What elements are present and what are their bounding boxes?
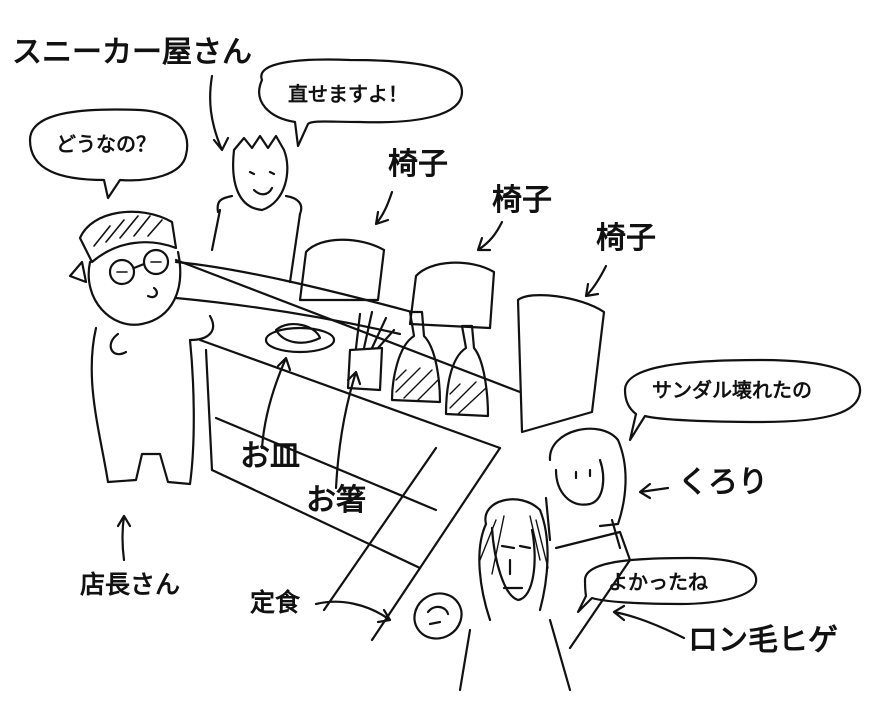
- label-kurori: くろり: [678, 465, 768, 500]
- manager-bandana: [78, 210, 178, 264]
- label-chair-2: 椅子: [492, 183, 552, 218]
- bottle-2-hatch: [449, 381, 487, 415]
- manager-eyes: [116, 261, 162, 273]
- arrow-kurori: [638, 482, 670, 500]
- chair-3: [516, 294, 606, 434]
- arrow-chair-2: [476, 220, 504, 252]
- beard-hair-strands: [479, 515, 549, 575]
- set-meal-tray: [413, 592, 463, 640]
- sneaker-shop-arms: [216, 194, 303, 216]
- arrow-manager: [116, 514, 132, 562]
- plate-dish: [264, 326, 336, 354]
- bottle-2: [444, 324, 490, 418]
- manager-bandana-knot: [68, 260, 88, 284]
- manager-mouth: [146, 286, 158, 299]
- label-plate: お皿: [240, 439, 300, 474]
- arrow-long-hair-beard: [612, 604, 686, 640]
- bubble-text-beard: よかったね: [608, 570, 708, 594]
- label-sneaker-shop: スニーカー屋さん: [12, 35, 252, 70]
- kurori-face: [554, 458, 605, 506]
- plate-food: [274, 322, 322, 344]
- beard-face: [490, 526, 536, 602]
- label-set-meal: 定食: [250, 588, 301, 617]
- beard-features: [500, 544, 532, 590]
- manager-glasses-bridge: [132, 262, 146, 270]
- bottle-1-hatch: [395, 367, 439, 401]
- manager-glasses-left: [108, 258, 136, 286]
- counter-top-back: [174, 258, 522, 394]
- chair-2: [408, 261, 496, 330]
- manager-head: [87, 250, 182, 326]
- chair-1: [298, 238, 386, 302]
- bubble-text-kurori: サンダル壊れたの: [652, 378, 812, 402]
- bottle-1: [390, 310, 442, 404]
- arrow-chopsticks: [334, 370, 362, 490]
- manager-bandana-stripes: [93, 215, 163, 247]
- label-chopsticks: お箸: [306, 483, 366, 518]
- bubble-sneaker-shop: [258, 58, 464, 148]
- label-long-hair-beard: ロン毛ヒゲ: [688, 623, 838, 658]
- manager-hand-curl: [109, 332, 128, 356]
- manager-glasses-right: [142, 248, 170, 276]
- chopsticks-sticks: [354, 310, 396, 350]
- beard-body: [458, 530, 632, 692]
- sneaker-shop-body: [210, 208, 302, 284]
- set-meal-items: [426, 605, 450, 626]
- kurori-eyes: [574, 468, 592, 480]
- counter-side: [322, 446, 502, 642]
- manager-arm-lower: [174, 296, 402, 336]
- arrow-plate: [260, 356, 292, 450]
- counter-front-line: [204, 348, 214, 472]
- counter-top-front: [198, 338, 502, 450]
- kurori-hair: [548, 427, 627, 528]
- sneaker-shop-head: [232, 134, 289, 212]
- arrow-sneaker-shop: [209, 74, 230, 152]
- counter-edge-2: [214, 416, 438, 512]
- label-chair-1: 椅子: [388, 147, 448, 182]
- label-chair-3: 椅子: [596, 221, 656, 256]
- bubble-text-manager: どうなの？: [56, 132, 156, 156]
- counter-edge: [210, 468, 422, 570]
- beard-hair: [478, 498, 549, 622]
- label-manager: 店長さん: [80, 570, 181, 599]
- arrow-chair-1: [374, 190, 394, 226]
- manager-arm-upper: [174, 260, 414, 314]
- bubble-manager: [28, 108, 189, 200]
- bubble-text-sneaker-shop: 直せますよ！: [288, 82, 408, 106]
- bubble-beard: [576, 556, 758, 614]
- sneaker-shop-face: [248, 170, 276, 196]
- arrow-chair-3: [584, 264, 608, 298]
- manager-body: [90, 314, 215, 486]
- arrow-set-meal: [314, 600, 392, 624]
- bubble-kurori: [623, 358, 862, 442]
